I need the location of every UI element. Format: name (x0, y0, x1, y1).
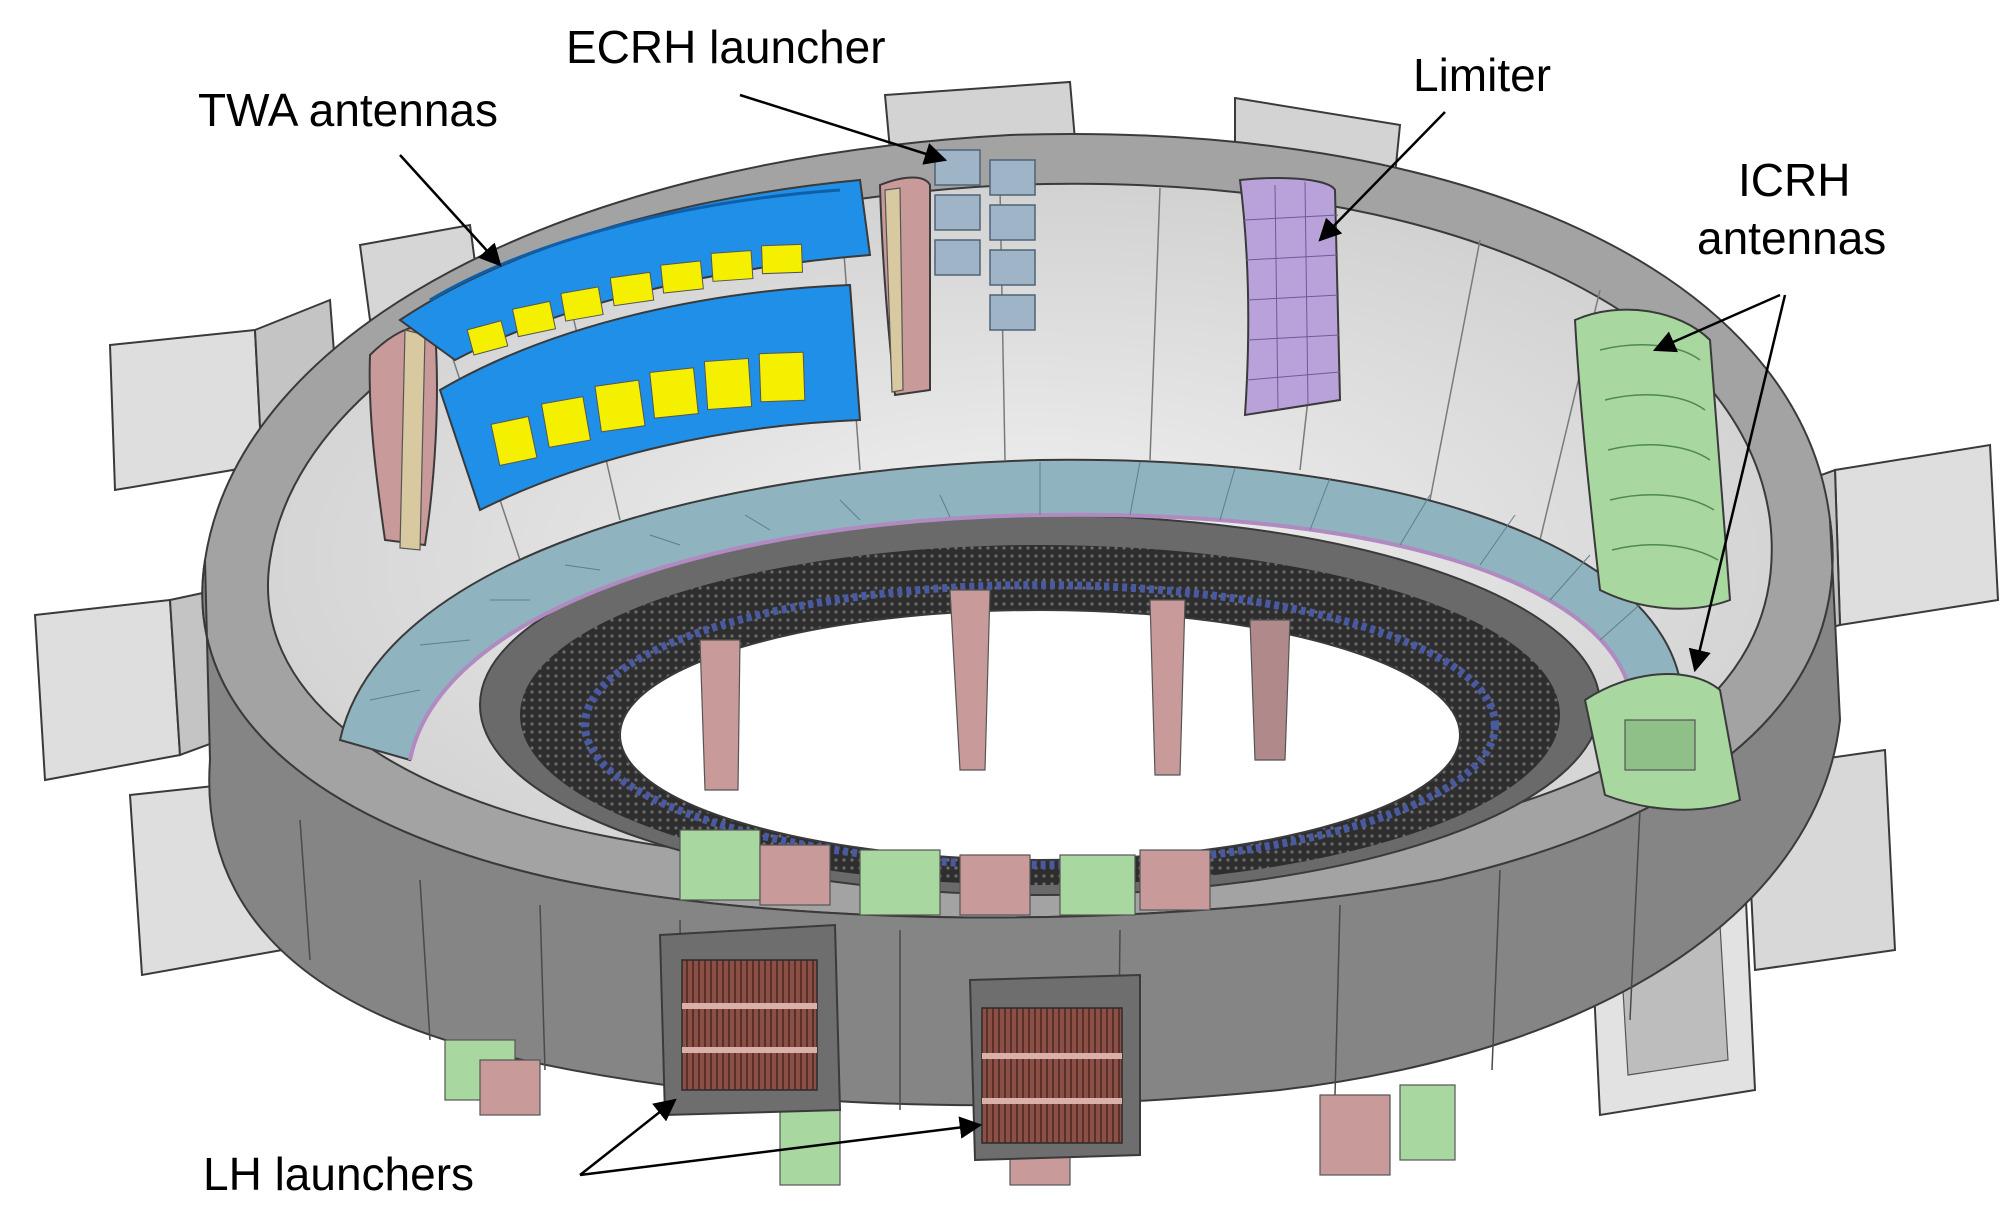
label-twa-antennas: TWA antennas (198, 84, 498, 136)
label-lh-launchers: LH launchers (203, 1148, 474, 1200)
icrh-antenna-lower (1583, 673, 1742, 811)
central-hole (479, 514, 1601, 896)
arrow-lh-right (579, 1116, 983, 1177)
pointer-arrows (399, 93, 1787, 1177)
arrow-icrh-lower (1688, 294, 1787, 673)
lower-modules (679, 829, 1211, 916)
arrow-limiter (1318, 111, 1446, 242)
lh-launcher-left (658, 923, 842, 1117)
arrow-icrh-upper (1652, 293, 1781, 353)
limiter (1238, 177, 1342, 417)
lh-launcher-right (968, 973, 1141, 1162)
label-limiter: Limiter (1413, 49, 1551, 101)
arrow-ecrh (739, 93, 948, 165)
icrh-antenna-upper (1573, 308, 1732, 610)
arrow-lh-left (579, 1098, 677, 1176)
arrow-twa (399, 154, 502, 267)
labels: TWA antennas ECRH launcher Limiter ICRH … (198, 21, 1886, 1200)
ecrh-launcher (878, 149, 1036, 397)
label-icrh-line2: antennas (1697, 212, 1886, 264)
twa-antennas (368, 178, 872, 551)
label-icrh-line1: ICRH (1738, 154, 1850, 206)
label-ecrh-launcher: ECRH launcher (566, 21, 886, 73)
